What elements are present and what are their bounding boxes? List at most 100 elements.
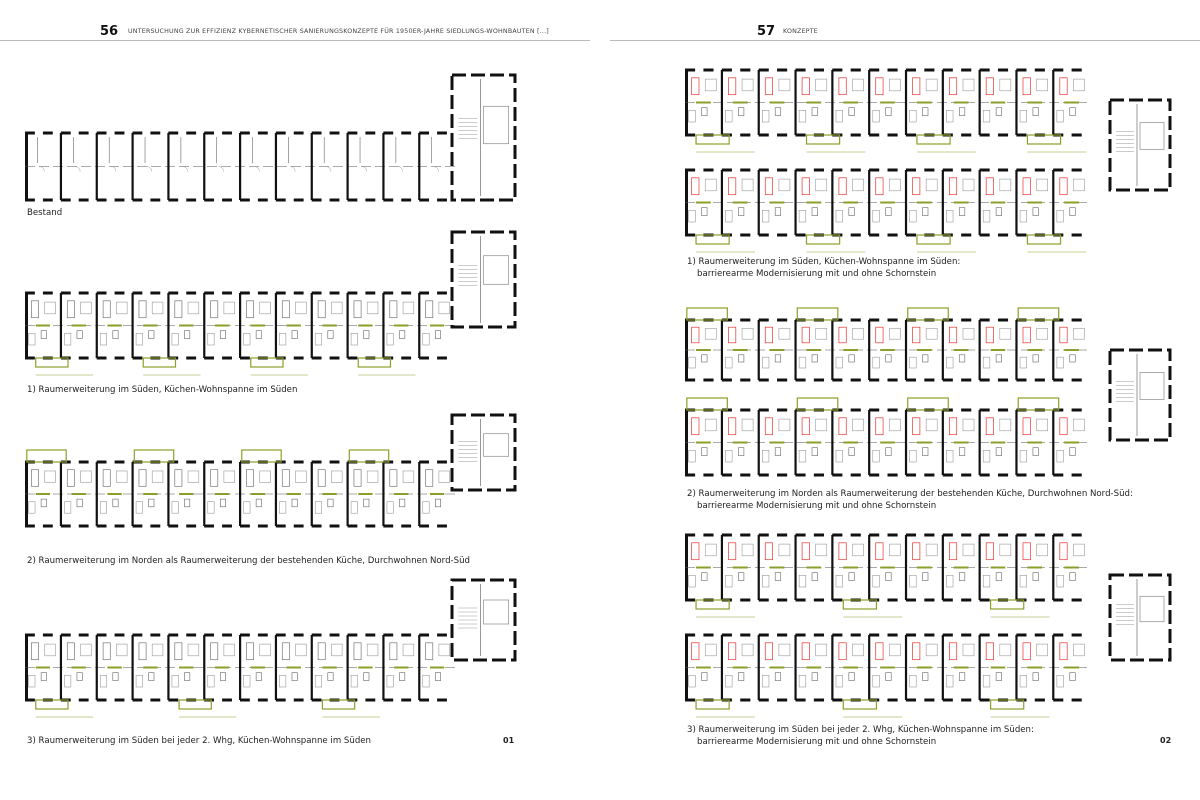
furniture-bed [778, 178, 791, 192]
furniture-sofa [76, 672, 83, 681]
wall-segment [905, 378, 917, 382]
wall-segment [186, 633, 197, 637]
extension-opening [1064, 566, 1079, 569]
wall-segment [905, 533, 917, 537]
balcony-extension [1026, 234, 1062, 245]
extension-opening [286, 666, 301, 669]
furniture-table [1019, 574, 1027, 588]
door-swing [397, 166, 403, 172]
floor-plan [685, 68, 1090, 153]
party-wall [274, 462, 278, 526]
balcony-extension [142, 357, 177, 368]
wall-segment [979, 318, 990, 322]
furniture-table [946, 110, 954, 123]
furniture-sofa [958, 354, 966, 363]
bathroom [912, 417, 921, 436]
wall-segment [1034, 473, 1045, 477]
extension-opening [916, 566, 932, 569]
wall-segment [25, 356, 35, 360]
wall-segment [832, 598, 843, 602]
furniture-sofa [811, 447, 818, 456]
figure-number-left: 01 [503, 736, 515, 745]
party-wall [720, 410, 724, 475]
wall-segment [850, 633, 861, 637]
furniture-bed [962, 643, 975, 657]
furniture-sofa [112, 498, 119, 508]
wall-segment [813, 473, 824, 477]
wall-segment [685, 133, 696, 137]
wall-segment [924, 68, 935, 72]
wall-segment [114, 198, 125, 202]
caption-right-3: 3) Raumerweiterung im Süden bei jeder 2.… [687, 724, 1034, 748]
wall-segment [25, 291, 35, 295]
furniture-bed [259, 470, 271, 483]
wall-segment [78, 291, 89, 295]
party-wall [941, 320, 944, 380]
wall-segment [869, 168, 880, 172]
bathroom [281, 469, 290, 487]
bathroom [691, 542, 700, 561]
wall-segment [997, 133, 1009, 137]
furniture-sofa [958, 207, 966, 216]
furniture-bed [925, 328, 938, 340]
furniture-sofa [848, 572, 855, 581]
wall-segment [740, 233, 751, 237]
furniture-table [350, 332, 358, 346]
wall-segment [186, 524, 197, 528]
wall-segment [96, 291, 107, 295]
extension-opening [953, 666, 969, 669]
extension-opening [143, 493, 158, 495]
extension-opening [990, 566, 1006, 569]
furniture-sofa [219, 672, 226, 681]
wall-segment [740, 68, 751, 72]
door-swing [146, 166, 153, 172]
wall-segment [168, 633, 179, 637]
wall-segment [419, 460, 430, 464]
north-extension [1017, 397, 1060, 411]
party-wall [831, 535, 834, 600]
wall-segment [383, 633, 394, 637]
wall-segment [795, 378, 806, 382]
furniture-sofa [922, 354, 929, 363]
furniture-sofa [995, 107, 1002, 116]
bathroom [1059, 177, 1068, 196]
furniture-table [688, 356, 696, 369]
furniture-table [688, 110, 696, 123]
wall-segment [1016, 233, 1027, 237]
bathroom [912, 642, 921, 661]
wall-segment [813, 378, 824, 382]
caption-right-1-line1: 1) Raumerweiterung im Süden, Küchen-Wohn… [687, 257, 961, 267]
party-wall [59, 635, 63, 700]
wall-segment [924, 168, 935, 172]
furniture-bed [999, 78, 1012, 92]
balcony-extension [695, 234, 730, 245]
party-wall [941, 170, 944, 235]
wall-segment [905, 68, 917, 72]
wall-segment [78, 460, 89, 464]
furniture-table [314, 674, 322, 688]
wall-segment [813, 68, 824, 72]
bathroom [985, 326, 994, 344]
extension-opening [806, 101, 822, 104]
furniture-table [946, 449, 954, 463]
wall-segment [795, 698, 806, 702]
furniture-sofa [148, 498, 155, 508]
extension-opening [953, 349, 969, 351]
wall-segment [979, 133, 990, 137]
wall-segment [311, 460, 322, 464]
furniture-table [64, 332, 72, 346]
bathroom [102, 469, 111, 487]
party-wall [794, 70, 797, 135]
furniture-table [243, 501, 251, 514]
party-wall [203, 635, 206, 700]
wall-segment [347, 131, 358, 135]
wall-segment [204, 131, 215, 135]
extension-opening [429, 493, 445, 495]
furniture-bed [704, 328, 717, 340]
party-wall [131, 293, 134, 358]
wall-segment [96, 460, 107, 464]
north-extension [686, 307, 728, 321]
furniture-bed [925, 178, 938, 192]
furniture-table [171, 501, 179, 514]
bathroom [838, 77, 847, 96]
